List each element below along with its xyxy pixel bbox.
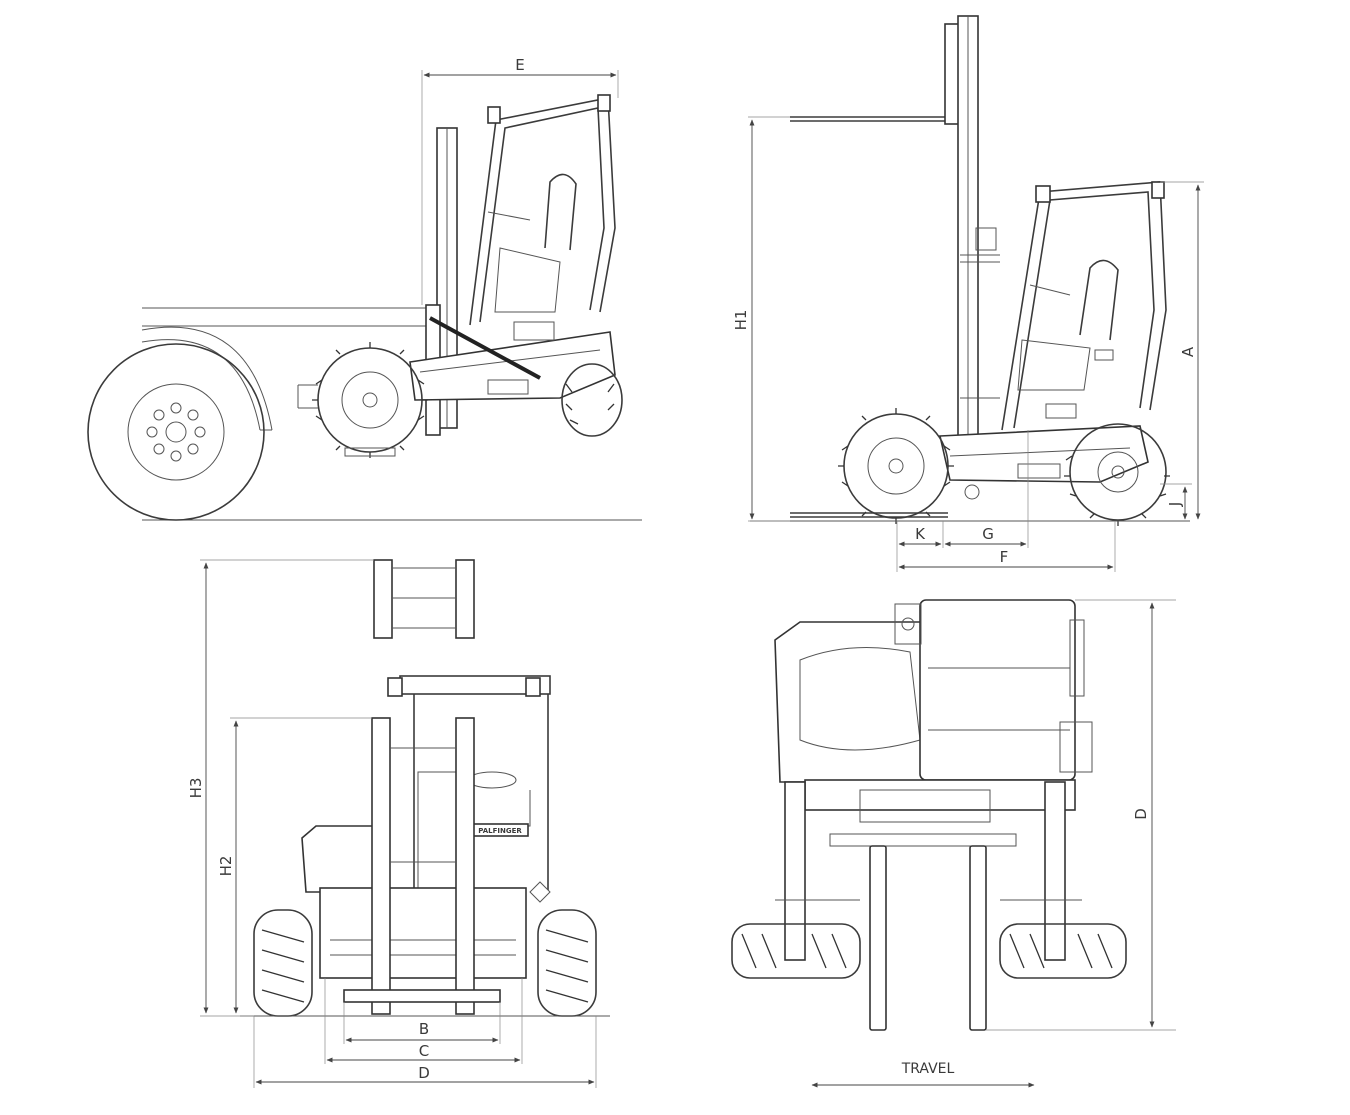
dimension-j: J [1160,483,1192,520]
travel-direction: TRAVEL [811,1061,1035,1088]
dimension-j-label: J [1166,502,1184,507]
side-rear-wheel [561,363,623,437]
truck-wheel [87,343,265,521]
dimension-f-label: F [1000,548,1009,566]
top-right-wheel [999,923,1127,979]
stabiliser-arm [429,316,541,380]
dimension-a-label: A [1179,346,1197,357]
dimension-d-top: D [986,599,1176,1031]
dimension-b-label: B [419,1020,429,1038]
top-view [731,599,1127,1031]
dimension-c-label: C [419,1042,429,1060]
front-view: PALFINGER [240,559,610,1017]
dimension-e-label: E [515,56,524,74]
dimension-h2-label: H2 [217,856,235,877]
dimension-kgf: K G F [896,430,1116,572]
elevation-front-wheel [843,413,949,519]
dimension-h1: H1 [732,116,790,522]
dimension-bcd: B C D [253,978,597,1088]
side-front-wheel [317,347,423,453]
dimension-d-front-label: D [418,1064,430,1082]
dimension-a: A [1160,181,1204,520]
truck-wheel-nuts [146,402,206,462]
dimension-h3-label: H3 [187,778,205,799]
dimension-h2: H2 [217,717,372,1014]
front-left-wheel [253,909,313,1017]
brand-plate-label: PALFINGER [478,827,522,835]
dimension-k-label: K [915,525,926,543]
dimension-h3: H3 [187,559,374,1017]
dimension-g-label: G [982,525,994,543]
side-elevation [750,15,1190,526]
dimension-d-top-label: D [1132,808,1150,820]
side-view-truck-mounted [87,94,642,521]
top-left-wheel [731,923,861,979]
travel-label: TRAVEL [901,1061,955,1077]
dimension-h1-label: H1 [732,310,750,331]
front-right-wheel [537,909,597,1017]
dimension-e: E [421,56,619,305]
